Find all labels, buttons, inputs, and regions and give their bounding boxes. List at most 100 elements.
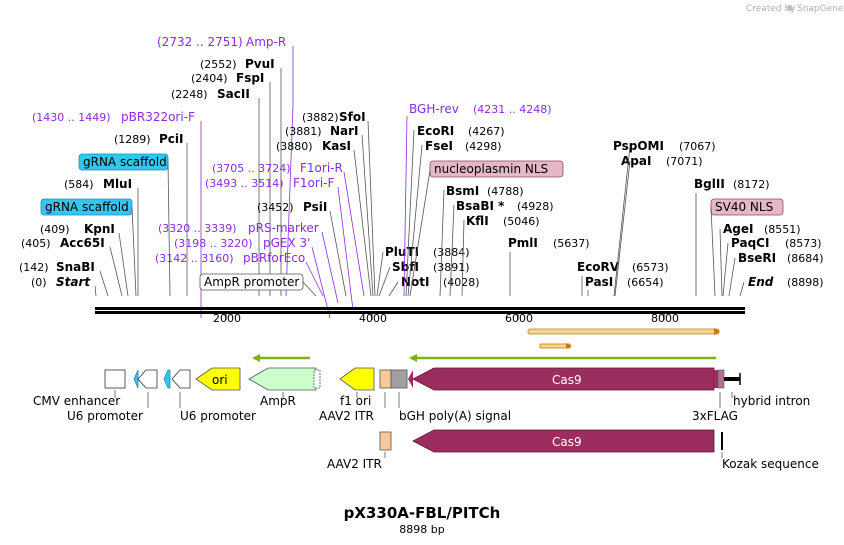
site-pos: (6573) xyxy=(632,261,669,274)
enzyme-label-fspi[interactable]: FspI xyxy=(236,71,264,85)
credit-brand: SnapGene xyxy=(797,4,844,14)
enzyme-label-bglii[interactable]: BglII xyxy=(694,177,725,191)
left-leader-lines xyxy=(94,46,294,318)
mid-leader-lines xyxy=(302,120,376,319)
enzyme-label-snabi[interactable]: SnaBI xyxy=(56,260,95,274)
kozak-sequence-feature[interactable] xyxy=(721,432,723,450)
enzyme-label-nari[interactable]: NarI xyxy=(330,124,359,138)
enzyme-label-ecorv[interactable]: EcoRV xyxy=(577,260,620,274)
enzyme-label-kfli[interactable]: KflI xyxy=(466,214,489,228)
enzyme-label-kpni[interactable]: KpnI xyxy=(84,222,115,236)
enzyme-label-bseri[interactable]: BseRI xyxy=(738,251,776,265)
enzyme-label-fsei[interactable]: FseI xyxy=(425,139,453,153)
site-pos: (3705 .. 3724) xyxy=(212,162,291,175)
scale-ruler: 2000 4000 6000 8000 xyxy=(213,312,679,325)
enzyme-label-pasi[interactable]: PasI xyxy=(585,275,613,289)
end-marker-label: End xyxy=(748,275,774,289)
site-pos: (4928) xyxy=(517,200,554,213)
site-pos: (3880) xyxy=(276,140,313,153)
site-pos: (3452) xyxy=(257,201,294,214)
aav2-itr-feature-2[interactable] xyxy=(379,431,392,451)
enzyme-label-acc65i[interactable]: Acc65I xyxy=(60,236,105,250)
enzyme-label-sacii[interactable]: SacII xyxy=(217,87,250,101)
primer-label-amp-r[interactable]: Amp-R xyxy=(246,35,286,49)
site-pos: (4788) xyxy=(487,185,524,198)
enzyme-label-kasi[interactable]: KasI xyxy=(322,139,351,153)
site-pos: (3881) xyxy=(285,125,322,138)
enzyme-label-apai[interactable]: ApaI xyxy=(621,154,651,168)
start-marker-label: Start xyxy=(56,275,91,289)
label-aav2-itr: AAV2 ITR xyxy=(319,409,374,423)
ori-label: ori xyxy=(212,373,228,387)
site-pos: (3493 .. 3514) xyxy=(205,177,284,190)
enzyme-label-pluti[interactable]: PluTI xyxy=(385,245,419,259)
hybrid-intron-feature[interactable] xyxy=(724,377,740,381)
ampr-feature[interactable] xyxy=(248,367,317,391)
label-ampr: AmpR xyxy=(260,394,296,408)
scale-tick-8000: 8000 xyxy=(651,312,679,325)
label-bgh-polya-signal: bGH poly(A) signal xyxy=(399,409,511,423)
ori-feature[interactable] xyxy=(195,367,241,391)
feature-row-2: Cas9 AAV2 ITR Kozak sequence xyxy=(327,429,819,471)
enzyme-label-pspomi[interactable]: PspOMI xyxy=(613,139,664,153)
ampr-promoter-feature[interactable] xyxy=(313,369,321,389)
sv40-nls-feature[interactable] xyxy=(714,370,718,388)
primer-label-pgex-3[interactable]: pGEX 3' xyxy=(263,236,310,250)
primer-label-pbr322ori-f[interactable]: pBR322ori-F xyxy=(121,110,195,124)
cas9-feature-2[interactable] xyxy=(412,429,715,453)
site-pos: (3882) xyxy=(302,111,339,124)
3xflag-feature[interactable] xyxy=(717,369,725,389)
dna-backbone xyxy=(95,307,745,314)
primer-label-f1ori-f[interactable]: F1ori-F xyxy=(293,176,334,190)
backbone-strand-top xyxy=(95,307,745,310)
site-pos: (0) xyxy=(31,276,47,289)
u6-promoter-feature-2[interactable] xyxy=(171,369,191,389)
site-pos: (8551) xyxy=(764,223,801,236)
grna-scaffold-feature-2[interactable] xyxy=(163,369,171,389)
nucleoplasmin-nls-feature[interactable] xyxy=(408,370,413,388)
cas9-label-2: Cas9 xyxy=(552,435,582,449)
enzyme-label-pcii[interactable]: PciI xyxy=(159,132,184,146)
enzyme-label-pmli[interactable]: PmlI xyxy=(508,236,538,250)
feature-label-grna-scaffold[interactable]: gRNA scaffold xyxy=(83,155,167,169)
enzyme-label-ecori[interactable]: EcoRI xyxy=(417,124,454,138)
enzyme-label-bsmi[interactable]: BsmI xyxy=(446,184,479,198)
feature-label-sv40-nls[interactable]: SV40 NLS xyxy=(715,200,773,214)
bgh-polya-feature[interactable] xyxy=(390,369,408,389)
mid-site-labels: (3882) SfoI (3881) NarI (3880) KasI (370… xyxy=(155,110,366,291)
enzyme-label-sfoi[interactable]: SfoI xyxy=(339,110,366,124)
scale-tick-2000: 2000 xyxy=(213,312,241,325)
site-pos: (8898) xyxy=(787,276,824,289)
feature-label-grna-scaffold-2[interactable]: gRNA scaffold xyxy=(45,200,129,214)
primer-label-f1ori-r[interactable]: F1ori-R xyxy=(300,161,343,175)
f1-ori-feature[interactable] xyxy=(339,367,375,391)
enzyme-label-pvui[interactable]: PvuI xyxy=(245,57,275,71)
site-pos: (1430 .. 1449) xyxy=(32,111,111,124)
site-pos: (405) xyxy=(21,237,51,250)
site-pos: (3198 .. 3220) xyxy=(174,237,253,250)
enzyme-label-agei[interactable]: AgeI xyxy=(723,222,753,236)
feature-label-ampr-promoter[interactable]: AmpR promoter xyxy=(204,275,299,289)
primer-label-bgh-rev[interactable]: BGH-rev xyxy=(409,102,459,116)
feature-label-nucleoplasmin-nls[interactable]: nucleoplasmin NLS xyxy=(434,162,548,176)
feature-row-1-labels: CMV enhancer U6 promoter U6 promoter Amp… xyxy=(33,394,810,423)
aav2-itr-feature[interactable] xyxy=(379,369,392,389)
enzyme-label-bsabi[interactable]: BsaBI * xyxy=(456,199,505,213)
u6-promoter-feature[interactable] xyxy=(137,369,158,389)
enzyme-label-psii[interactable]: PsiI xyxy=(303,200,327,214)
plasmid-title: pX330A-FBL/PITCh xyxy=(344,504,501,522)
feature-box-nucleoplasmin-nls[interactable] xyxy=(429,160,564,178)
site-pos: (2404) xyxy=(191,72,228,85)
primer-label-prs-marker[interactable]: pRS-marker xyxy=(248,221,319,235)
enzyme-label-paqci[interactable]: PaqCI xyxy=(731,236,769,250)
right-site-labels: BGH-rev (4231 .. 4248) EcoRI (4267) FseI… xyxy=(385,102,824,289)
primer-label-pbrforeco[interactable]: pBRforEco xyxy=(243,251,305,265)
enzyme-label-mlui[interactable]: MluI xyxy=(103,177,132,191)
enzyme-label-sbfi[interactable]: SbfI xyxy=(392,260,419,274)
enzyme-label-noti[interactable]: NotI xyxy=(401,275,430,289)
cmv-enhancer-feature[interactable] xyxy=(104,369,126,389)
orf-indicators xyxy=(252,328,720,362)
grna-scaffold-feature[interactable] xyxy=(133,369,139,389)
site-pos: (6654) xyxy=(627,276,664,289)
